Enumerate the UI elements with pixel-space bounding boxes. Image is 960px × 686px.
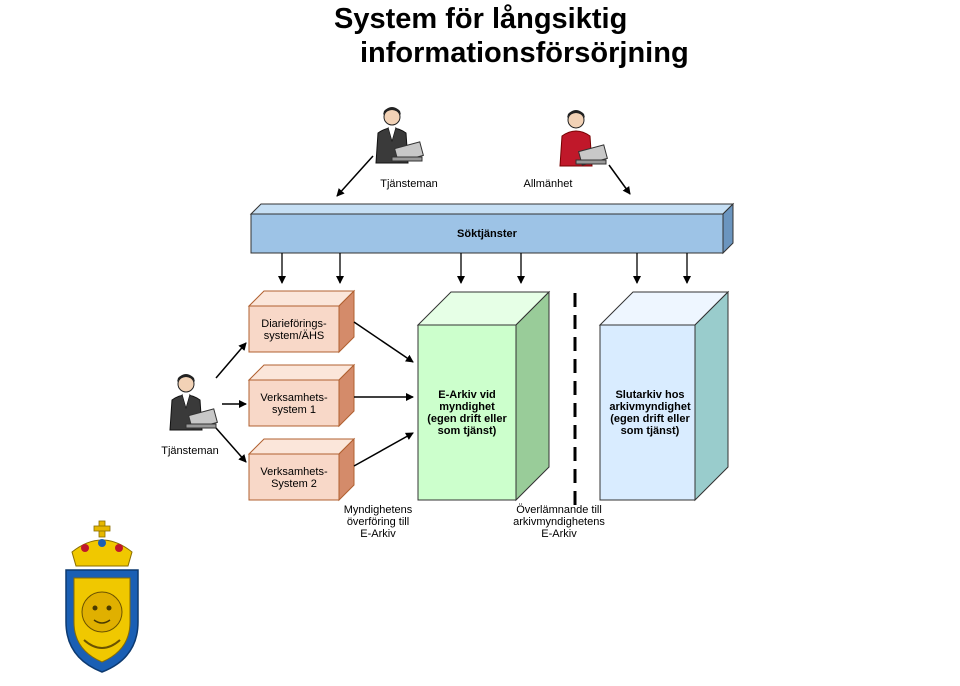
label-tjansteman-top: Tjänsteman <box>380 178 438 190</box>
title-line-2: informationsförsörjning <box>360 37 689 69</box>
coat-of-arms-emblem <box>65 520 139 673</box>
person-laptop-icon-tjansteman <box>375 107 424 164</box>
overforing-line-3: E-Arkiv <box>360 528 396 540</box>
diarieforing-label: Diarieförings- system/ÄHS <box>249 318 339 342</box>
title-line-1: System för långsiktig <box>334 3 628 35</box>
earkiv-line-4: som tjänst) <box>437 425 497 437</box>
verksamhet2-box <box>247 437 356 502</box>
caption-overforing: Myndighetens överföring till E-Arkiv <box>330 504 426 540</box>
overlamnande-line-2: arkivmyndighetens <box>513 516 605 528</box>
overforing-line-1: Myndighetens <box>343 504 413 516</box>
arrow-diarie-to-earkiv <box>353 321 414 363</box>
caption-overlamnande: Överlämnande till arkivmyndighetens E-Ar… <box>506 504 612 540</box>
overforing-line-2: överföring till <box>346 516 410 528</box>
arrow-vs2-to-earkiv <box>353 432 414 467</box>
page-title: System för långsiktig informationsförsör… <box>334 2 689 70</box>
person-laptop-icon-tjansteman-left <box>169 374 218 431</box>
earkiv-line-3: (egen drift eller <box>427 413 507 425</box>
search-down-arrows <box>278 253 691 284</box>
person-laptop-icon-allmanhet <box>559 110 608 167</box>
label-tjansteman-left: Tjänsteman <box>161 445 219 457</box>
earkiv-line-2: myndighet <box>439 401 495 413</box>
arrow-tjansteman-to-diarie <box>215 342 247 379</box>
diarieforing-line-1: Diarieförings- <box>261 318 327 330</box>
slutarkiv-line-3: (egen drift eller <box>610 413 690 425</box>
verksamhet2-label: Verksamhets- System 2 <box>249 466 339 490</box>
overlamnande-line-1: Överlämnande till <box>516 504 602 516</box>
slutarkiv-line-2: arkivmyndighet <box>609 401 691 413</box>
overlamnande-line-3: E-Arkiv <box>541 528 577 540</box>
earkiv-box <box>416 290 551 502</box>
diarieforing-line-2: system/ÄHS <box>263 330 325 342</box>
slutarkiv-line-4: som tjänst) <box>620 425 680 437</box>
soktjanster-label: Söktjänster <box>457 228 517 240</box>
verksamhet1-line-2: system 1 <box>271 404 316 416</box>
verksamhet1-box <box>247 363 356 428</box>
diarieforing-box <box>247 289 356 354</box>
arrow-tjansteman-to-sok <box>336 155 374 197</box>
slutarkiv-line-1: Slutarkiv hos <box>615 389 685 401</box>
verksamhet2-line-1: Verksamhets- <box>260 466 328 478</box>
verksamhet2-line-2: System 2 <box>271 478 317 490</box>
earkiv-line-1: E-Arkiv vid <box>438 389 496 401</box>
verksamhet1-label: Verksamhets- system 1 <box>249 392 339 416</box>
arrow-tjansteman-to-vs2 <box>215 427 247 463</box>
earkiv-label: E-Arkiv vid myndighet (egen drift eller … <box>418 389 516 437</box>
slutarkiv-box <box>598 290 730 502</box>
slutarkiv-label: Slutarkiv hos arkivmyndighet (egen drift… <box>600 389 700 437</box>
verksamhet1-line-1: Verksamhets- <box>260 392 328 404</box>
label-allmanhet: Allmänhet <box>523 178 573 190</box>
arrow-allmanhet-to-sok <box>608 164 631 195</box>
soktjanster-bar <box>249 202 735 255</box>
